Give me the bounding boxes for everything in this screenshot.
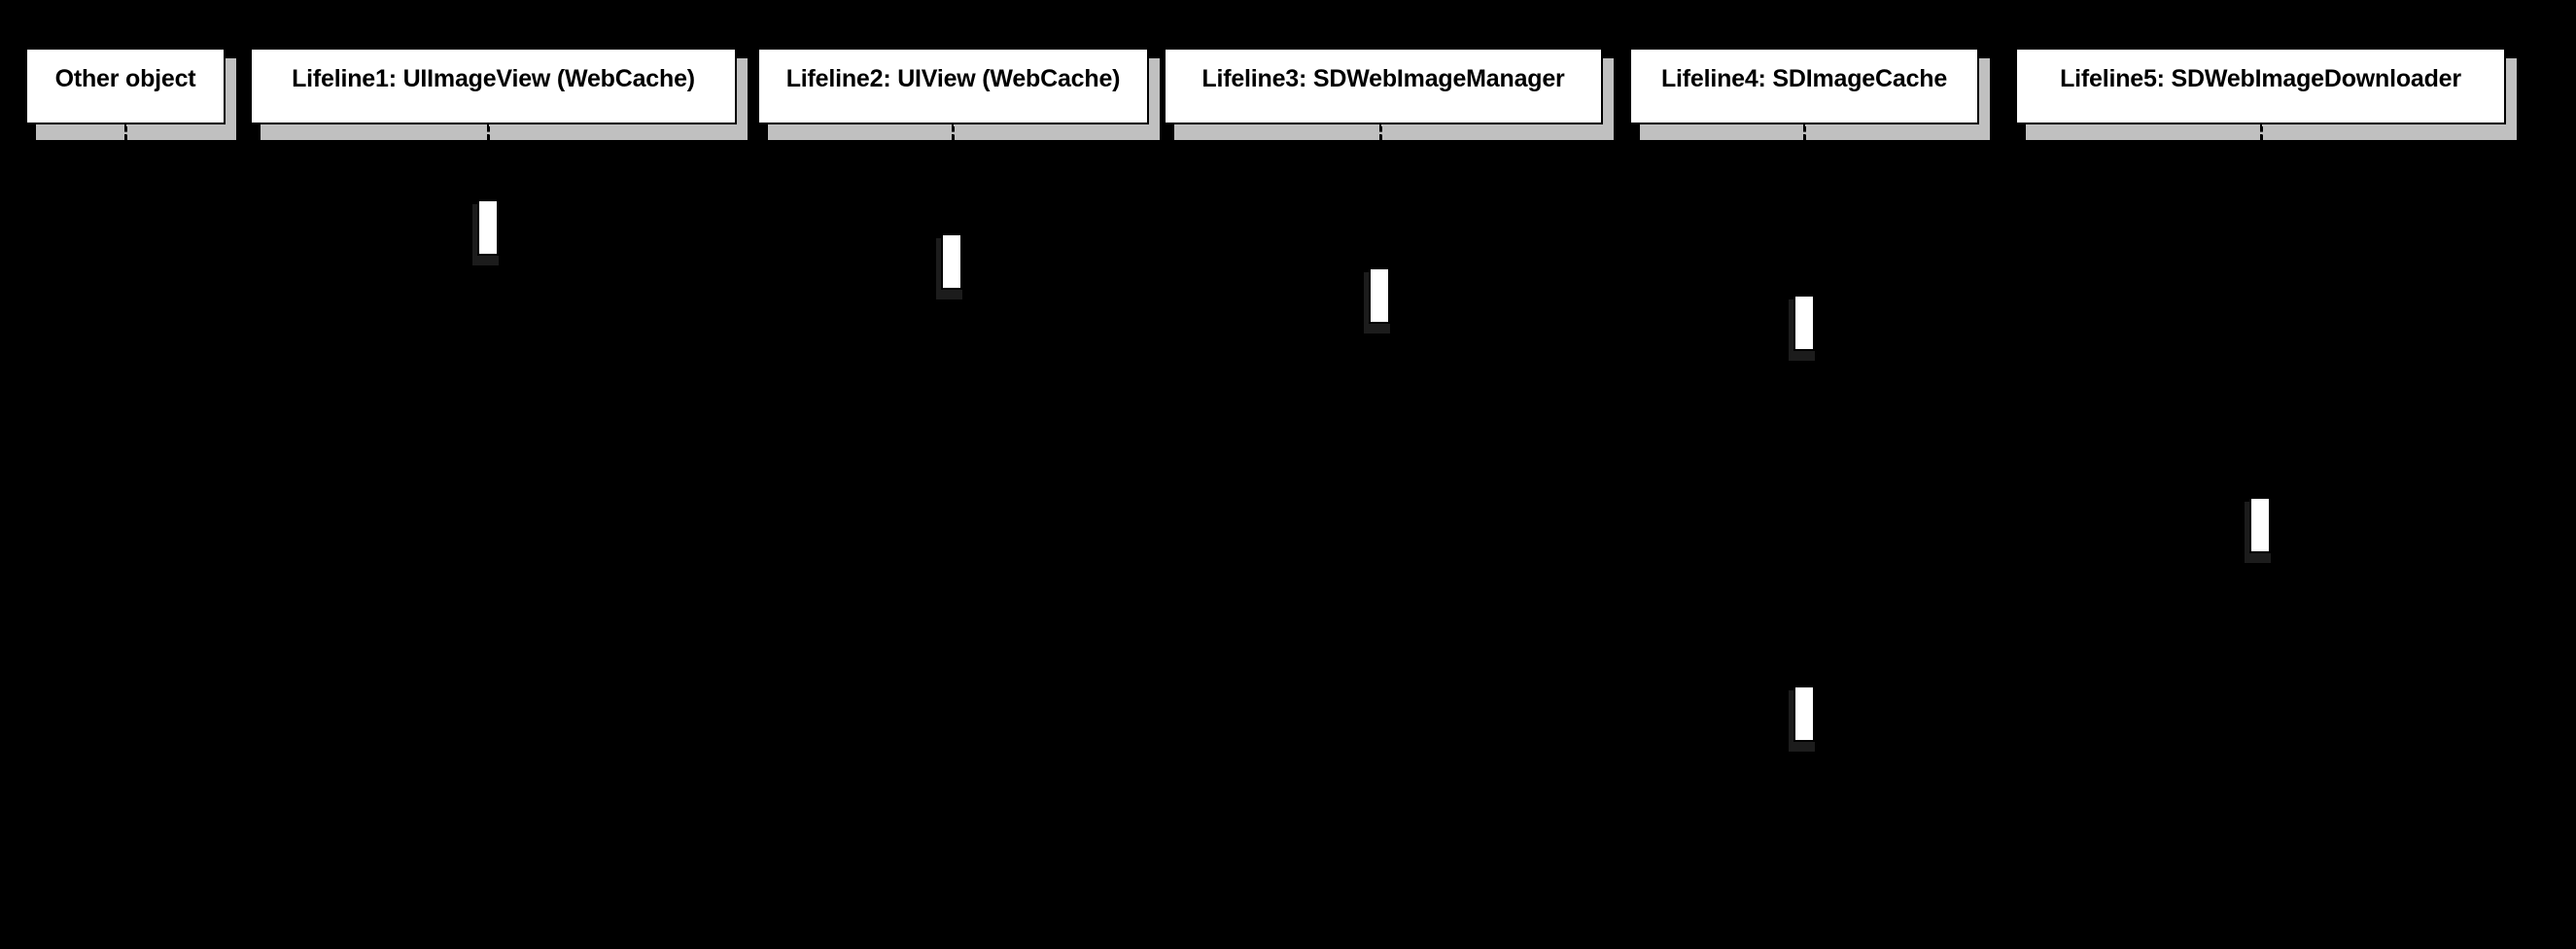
lifeline-stem-tick-other <box>124 126 127 140</box>
lifeline-stem-tick-lifeline3 <box>1379 126 1382 140</box>
lifeline-stem-tick-lifeline2 <box>952 126 955 140</box>
lifeline-head-lifeline3[interactable]: Lifeline3: SDWebImageManager <box>1164 48 1603 124</box>
lifeline-stem-tick-lifeline1 <box>487 126 490 140</box>
lifeline-stem-tick-lifeline4 <box>1803 126 1806 140</box>
lifeline-head-lifeline5[interactable]: Lifeline5: SDWebImageDownloader <box>2015 48 2506 124</box>
activation-bar-act-2[interactable] <box>941 233 962 290</box>
lifeline-head-other[interactable]: Other object <box>25 48 226 124</box>
lifeline-label-lifeline1: Lifeline1: UIImageView (WebCache) <box>292 64 695 92</box>
lifeline-stem-lifeline1 <box>487 124 489 920</box>
activation-bar-act-1[interactable] <box>477 199 499 256</box>
lifeline-label-lifeline5: Lifeline5: SDWebImageDownloader <box>2060 64 2461 92</box>
lifeline-label-lifeline4: Lifeline4: SDImageCache <box>1660 64 1948 92</box>
activation-bar-act-4[interactable] <box>1793 295 1815 351</box>
lifeline-head-lifeline2[interactable]: Lifeline2: UIView (WebCache) <box>757 48 1149 124</box>
lifeline-label-lifeline3: Lifeline3: SDWebImageManager <box>1201 64 1565 92</box>
lifeline-head-lifeline1[interactable]: Lifeline1: UIImageView (WebCache) <box>250 48 737 124</box>
lifeline-stem-lifeline3 <box>1379 124 1381 920</box>
lifeline-label-lifeline2: Lifeline2: UIView (WebCache) <box>785 64 1121 92</box>
lifeline-stem-lifeline2 <box>952 124 954 920</box>
activation-bar-act-5[interactable] <box>2249 497 2271 553</box>
lifeline-stem-other <box>124 124 126 920</box>
lifeline-head-lifeline4[interactable]: Lifeline4: SDImageCache <box>1629 48 1979 124</box>
lifeline-stem-tick-lifeline5 <box>2260 126 2263 140</box>
lifeline-stem-lifeline4 <box>1803 124 1805 920</box>
activation-bar-act-3[interactable] <box>1369 267 1390 324</box>
lifeline-label-other: Other object <box>54 64 196 92</box>
activation-bar-act-6[interactable] <box>1793 685 1815 742</box>
